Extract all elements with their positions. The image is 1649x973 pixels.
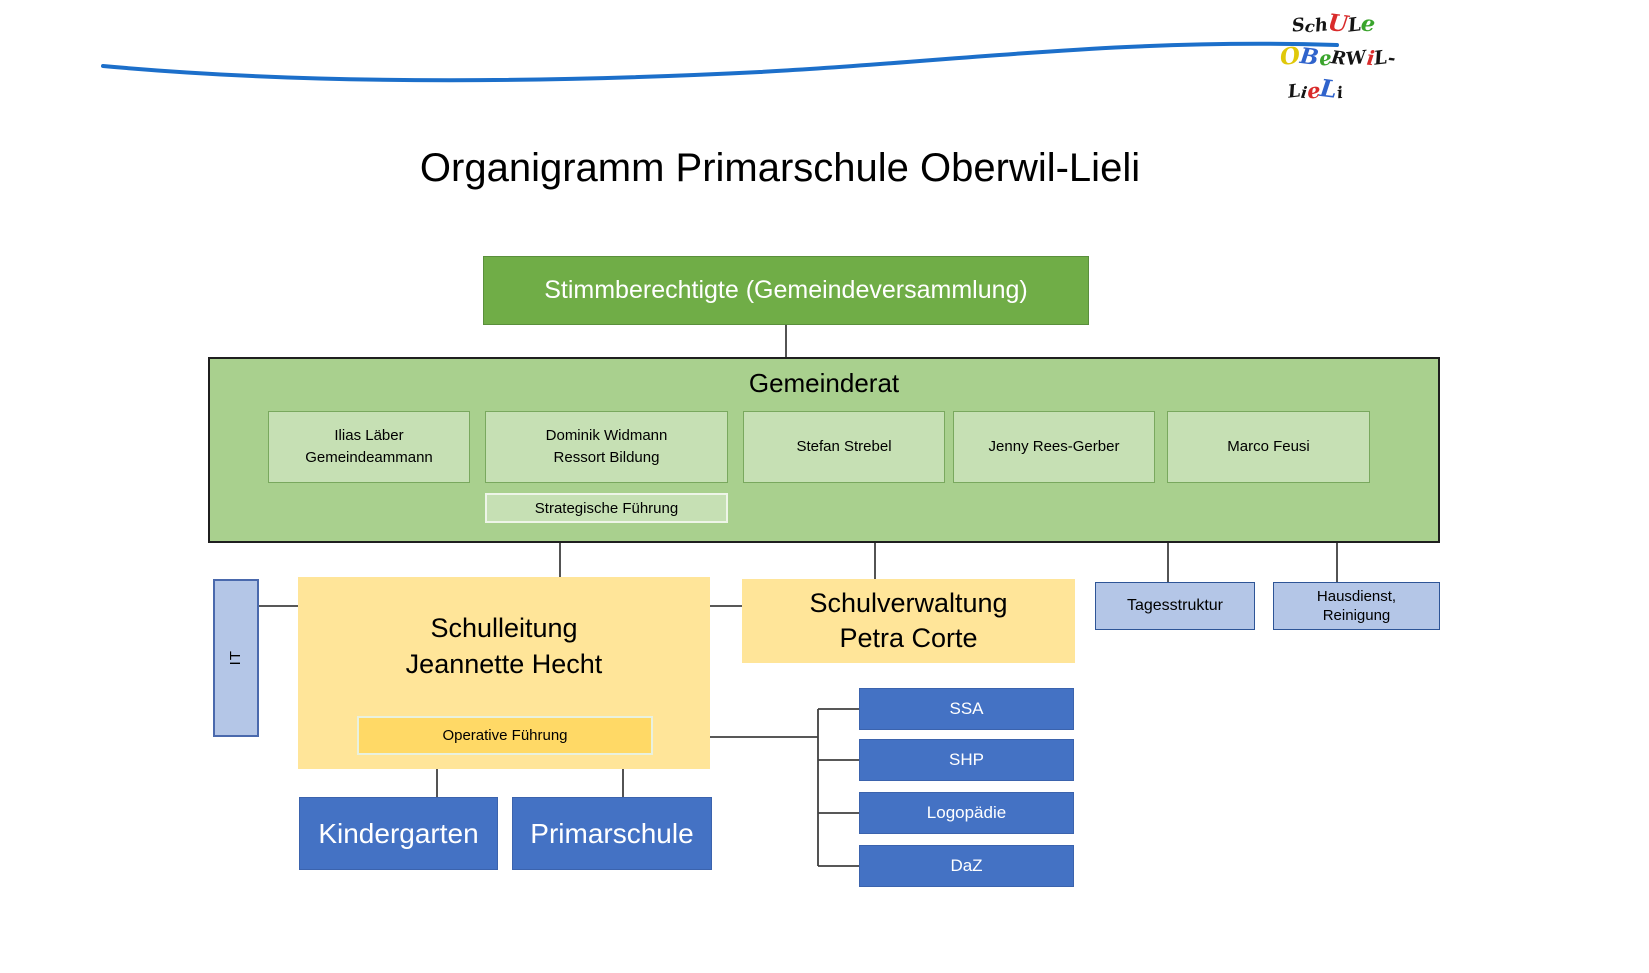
service-box-shp: SHP (859, 739, 1074, 781)
tagesstruktur-label: Tagesstruktur (1126, 596, 1224, 614)
logo-letter: i (1335, 82, 1345, 103)
schulverwaltung-person: Petra Corte (839, 623, 978, 653)
service-label: DaZ (950, 856, 983, 875)
primarschule-box: Primarschule (512, 797, 712, 870)
logo-letter: W (1345, 46, 1368, 71)
member-box-dominik-widmann: Dominik Widmann Ressort Bildung (485, 411, 728, 483)
service-box-logopaedie: Logopädie (859, 792, 1074, 834)
schulverwaltung-box: Schulverwaltung Petra Corte (742, 579, 1075, 663)
schulleitung-person: Jeannette Hecht (405, 649, 603, 680)
logo-letter: L (1318, 73, 1339, 104)
kindergarten-box: Kindergarten (299, 797, 498, 870)
strategische-fuehrung-label: Strategische Führung (485, 493, 728, 523)
service-label: SHP (949, 750, 984, 769)
gemeinderat-title: Gemeinderat (748, 367, 900, 398)
service-label: SSA (949, 699, 984, 718)
member-box-stefan-strebel: Stefan Strebel (743, 411, 945, 483)
member-name: Jenny Rees-Gerber (988, 438, 1120, 456)
member-box-marco-feusi: Marco Feusi (1167, 411, 1370, 483)
member-role: Ressort Bildung (553, 449, 660, 466)
hausdienst-reinigung-box: Hausdienst, Reinigung (1273, 582, 1440, 630)
member-name: Marco Feusi (1227, 438, 1310, 456)
member-box-jenny-rees-gerber: Jenny Rees-Gerber (953, 411, 1155, 483)
operative-fuehrung-label: Operative Führung (357, 716, 653, 755)
it-label: IT (227, 650, 245, 666)
logo-letter: B (1298, 42, 1321, 72)
strategische-fuehrung-text: Strategische Führung (534, 499, 679, 517)
member-name: Stefan Strebel (796, 438, 892, 456)
logo-letter: e (1359, 10, 1377, 38)
service-box-ssa: SSA (859, 688, 1074, 730)
service-label: Logopädie (926, 803, 1007, 822)
hausdienst-line2: Reinigung (1322, 607, 1391, 624)
it-box: IT (213, 579, 259, 737)
primarschule-label: Primarschule (530, 817, 694, 849)
member-name: Ilias Läber (334, 427, 404, 445)
kindergarten-label: Kindergarten (318, 817, 479, 849)
member-role: Gemeindeammann (305, 449, 433, 466)
member-name: Dominik Widmann (545, 427, 668, 445)
stimmberechtigte-label: Stimmberechtigte (Gemeindeversammlung) (544, 276, 1028, 304)
page-title: Organigramm Primarschule Oberwil-Lieli (419, 145, 1141, 190)
org-connectors (259, 325, 1338, 867)
schulverwaltung-title: Schulverwaltung (809, 587, 1008, 618)
member-box-ilias-laeber: Ilias Läber Gemeindeammann (268, 411, 470, 483)
logo-letter: - (1386, 47, 1397, 70)
service-box-daz: DaZ (859, 845, 1074, 887)
stimmberechtigte-box: Stimmberechtigte (Gemeindeversammlung) (483, 256, 1089, 325)
hausdienst-line1: Hausdienst, (1316, 587, 1397, 605)
schulleitung-title: Schulleitung (430, 613, 578, 643)
tagesstruktur-box: Tagesstruktur (1095, 582, 1255, 630)
operative-fuehrung-text: Operative Führung (442, 727, 568, 744)
header-wave (101, 41, 1339, 83)
